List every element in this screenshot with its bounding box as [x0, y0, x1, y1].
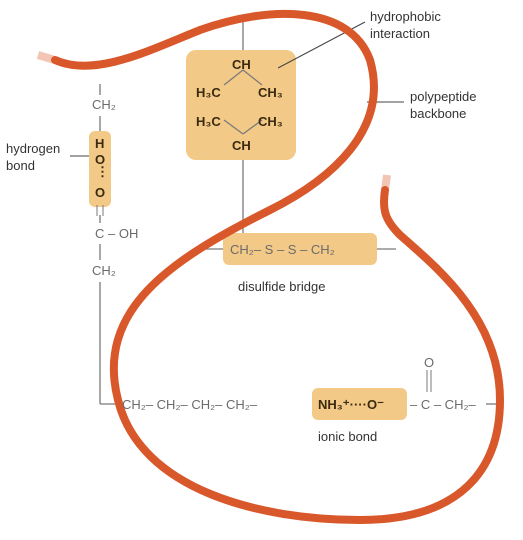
hydrophobic-ch-bottom: CH	[232, 138, 251, 153]
hydrophobic-h3c-bottom: H₃C	[196, 114, 221, 129]
hydrophobic-ch3-top: CH₃	[258, 85, 283, 100]
backbone-fade-end	[381, 174, 391, 191]
hbond-h: H	[95, 136, 104, 151]
label-ionic: ionic bond	[318, 429, 377, 444]
ionic-chain: CH₂– CH₂– CH₂– CH₂–	[122, 397, 258, 412]
hbond-o-bottom: O	[95, 185, 105, 200]
label-hydrophobic-2: interaction	[370, 26, 430, 41]
hbond-ch2-top: CH₂	[92, 97, 116, 112]
hydrophobic-box	[186, 50, 296, 160]
label-backbone-2: backbone	[410, 106, 466, 121]
ionic-pair: NH₃⁺····O⁻	[318, 397, 384, 412]
carboxyl-o: O	[424, 355, 434, 370]
carboxyl-c: – C – CH₂–	[410, 397, 477, 412]
hbond-o-top: O	[95, 152, 105, 167]
hbond-dots: ⋮	[96, 164, 109, 179]
label-backbone-1: polypeptide	[410, 89, 477, 104]
hbond-ch2-bottom: CH₂	[92, 263, 116, 278]
disulfide-formula: CH₂– S – S – CH₂	[230, 242, 335, 257]
label-disulfide: disulfide bridge	[238, 279, 325, 294]
polypeptide-backbone	[51, 9, 505, 525]
hydrophobic-ch-top: CH	[232, 57, 251, 72]
label-hydrophobic-1: hydrophobic	[370, 9, 441, 24]
label-hydrogen-1: hydrogen	[6, 141, 60, 156]
ionic-box	[312, 388, 407, 420]
disulfide-box	[223, 233, 377, 265]
backbone-fade-start	[36, 51, 60, 65]
hydrophobic-ch3-bottom: CH₃	[258, 114, 283, 129]
hydrophobic-h3c-top: H₃C	[196, 85, 221, 100]
hydrogen-bond-box	[89, 131, 111, 207]
hbond-c-oh: C – OH	[95, 226, 138, 241]
label-hydrogen-2: bond	[6, 158, 35, 173]
